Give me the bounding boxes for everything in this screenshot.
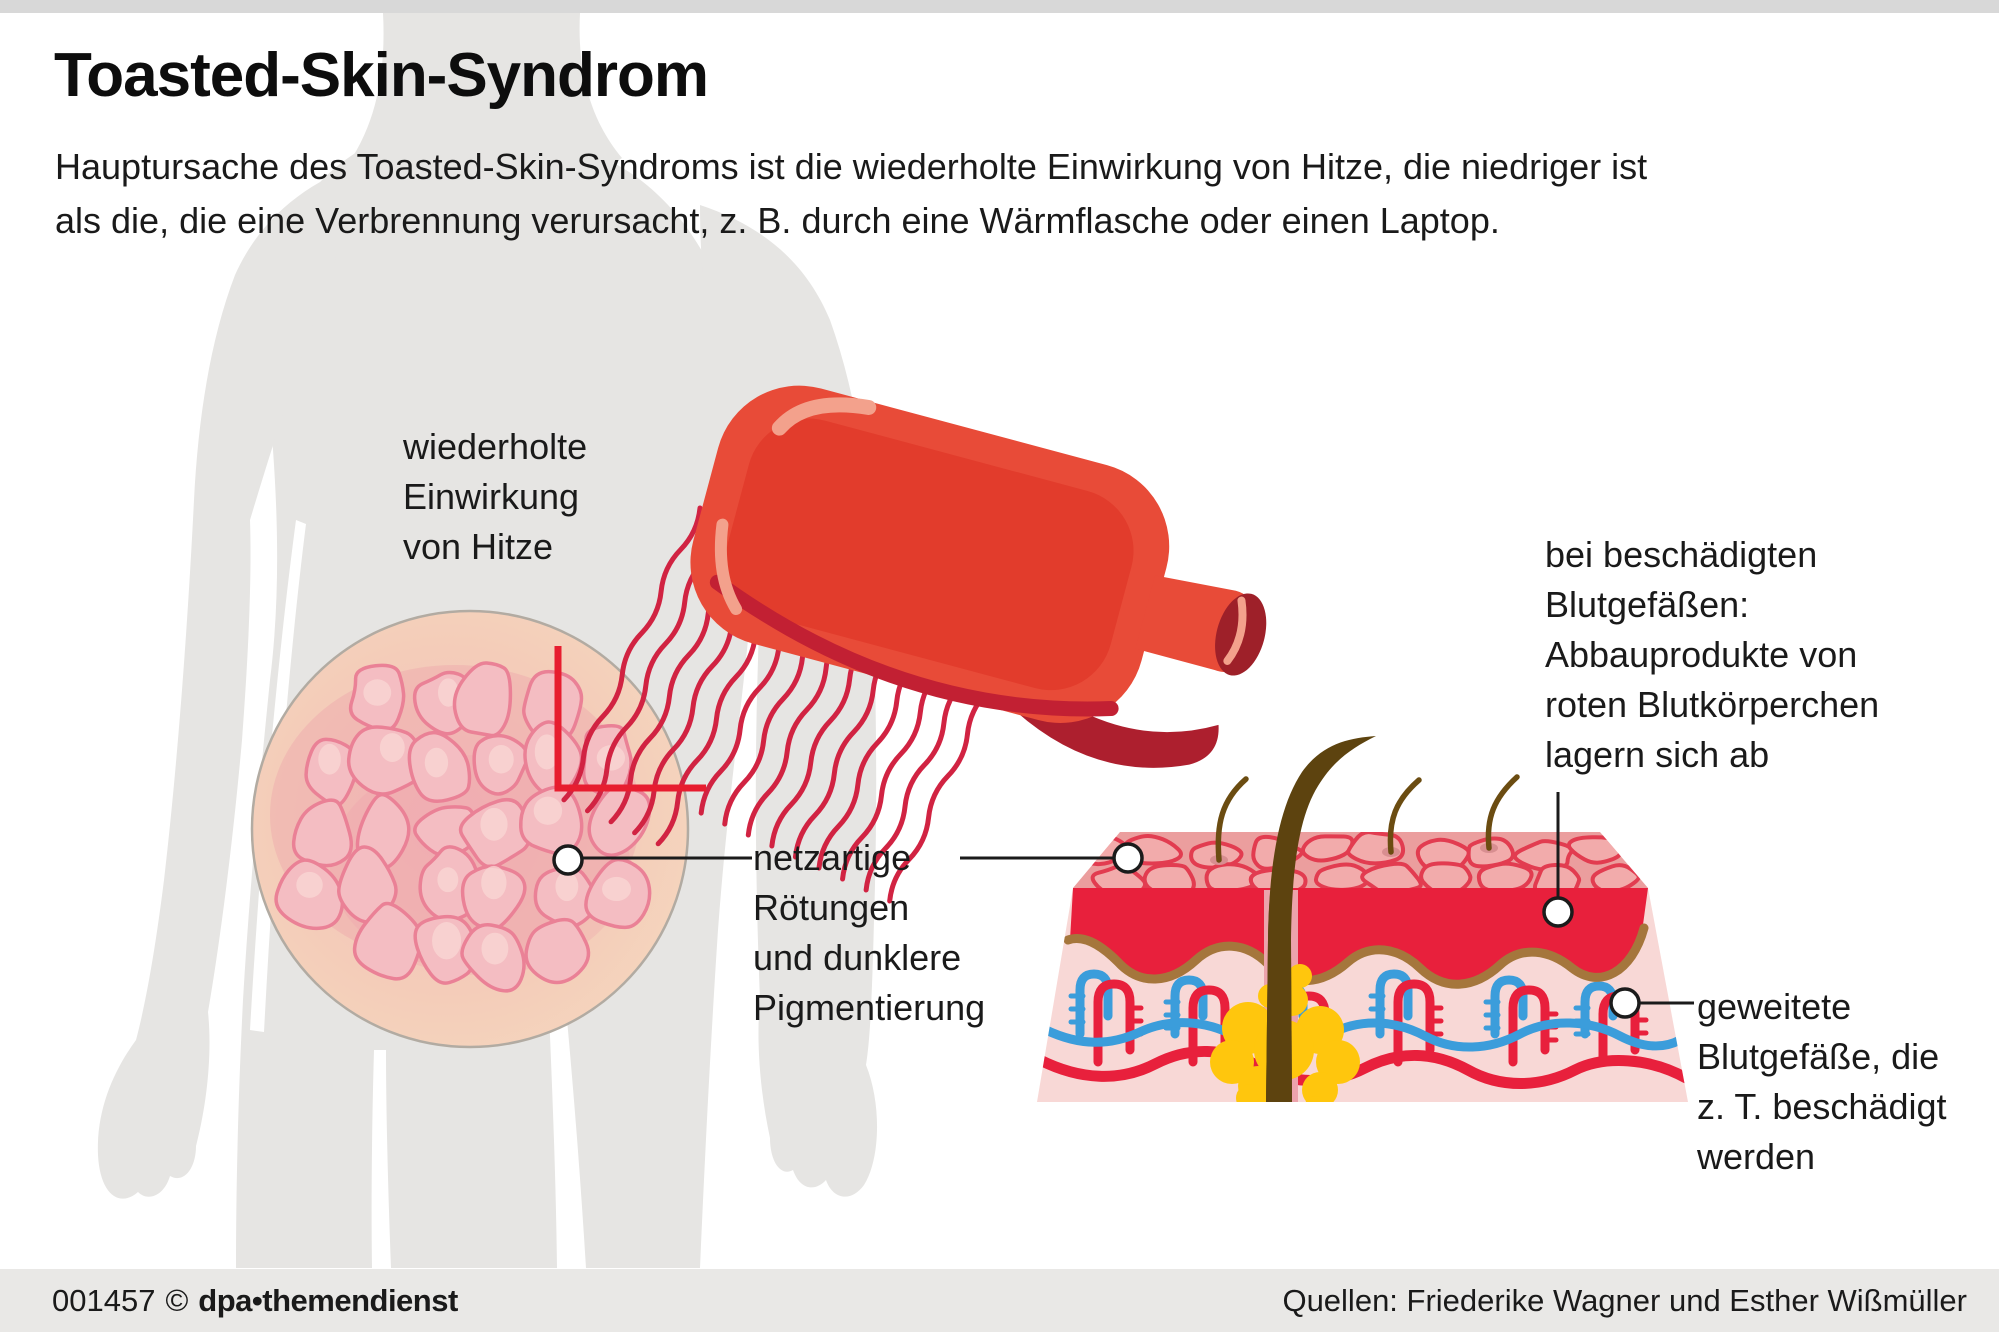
label-line: netzartige [753, 837, 912, 878]
central-hair [1266, 736, 1376, 1102]
intro-line-2: als die, die eine Verbrennung verursacht… [55, 200, 1500, 241]
label-line: Einwirkung [403, 476, 580, 517]
bottle-highlight-2 [714, 518, 743, 616]
heat-corner-bracket [554, 646, 706, 792]
bottle-highlight [771, 397, 877, 436]
label-line: Abbauprodukte von [1545, 634, 1858, 675]
label-line: Rötungen [753, 887, 910, 928]
vein-vessel [1041, 1018, 1685, 1052]
label-reticular-redness: netzartige Rötungen und dunklere Pigment… [753, 833, 985, 1033]
top-border-bar [0, 0, 1999, 13]
basement-membrane-line [1063, 923, 1649, 989]
label-line: geweitete [1697, 986, 1852, 1027]
hair [1485, 774, 1520, 851]
bottle-opening-highlight [1223, 596, 1247, 665]
surface-crackle-pattern [1073, 832, 1641, 888]
footer-brand: dpa•themendienst [198, 1282, 458, 1318]
callout-dot-deposits [1542, 896, 1574, 928]
footer-credit: 001457 © dpa•themendienst [52, 1269, 458, 1332]
bottle-inner-panel [726, 418, 1134, 691]
copyright-icon: © [165, 1282, 189, 1318]
label-dilated-vessels: geweitete Blutgefäße, die z. T. beschädi… [1697, 982, 1947, 1182]
leg-gap-inner [371, 1050, 391, 1268]
bottle-bottom-rim [709, 574, 1119, 717]
bottle-fold-dark [1010, 675, 1219, 768]
label-line: werden [1697, 1136, 1816, 1177]
hot-water-bottle-icon [690, 385, 1267, 768]
footer-id: 001457 [52, 1282, 156, 1318]
artery-vessel [1037, 1045, 1688, 1089]
label-line: Pigmentierung [753, 987, 986, 1028]
label-line: von Hitze [403, 526, 554, 567]
neck-shape [352, 13, 622, 192]
label-line: roten Blutkörperchen [1545, 684, 1880, 725]
footer-bar [0, 1269, 1999, 1332]
label-line: Blutgefäße, die [1697, 1036, 1940, 1077]
page-title: Toasted-Skin-Syndrom [54, 41, 709, 110]
label-blood-deposits: bei beschädigten Blutgefäßen: Abbauprodu… [1545, 530, 1879, 780]
hair [1387, 777, 1422, 855]
label-line: z. T. beschädigt [1697, 1086, 1947, 1127]
callout-dot-surface [1112, 842, 1144, 874]
skin-lesion-circle [250, 609, 690, 1049]
label-heat-exposure: wiederholte Einwirkung von Hitze [403, 422, 587, 572]
label-line: bei beschädigten [1545, 534, 1818, 575]
label-line: und dunklere [753, 937, 962, 978]
callouts [552, 792, 1694, 1019]
callout-dot-vessels [1609, 987, 1641, 1019]
skin-cross-section [1037, 736, 1688, 1102]
hair [1215, 776, 1249, 863]
intro-paragraph: Hauptursache des Toasted-Skin-Syndroms i… [55, 140, 1647, 248]
label-line: wiederholte [403, 426, 588, 467]
callout-dot-lesion [552, 844, 584, 876]
label-line: Blutgefäßen: [1545, 584, 1750, 625]
leg-gap-outer [548, 988, 586, 1268]
left-arm-shape [97, 160, 371, 1199]
footer-sources: Quellen: Friederike Wagner und Esther Wi… [1282, 1282, 1967, 1318]
label-line: lagern sich ab [1545, 734, 1770, 775]
intro-line-1: Hauptursache des Toasted-Skin-Syndroms i… [55, 146, 1648, 187]
